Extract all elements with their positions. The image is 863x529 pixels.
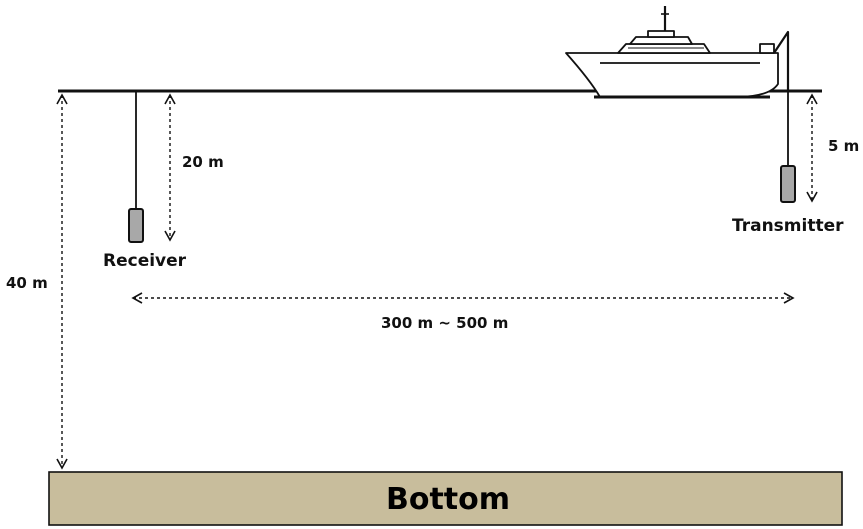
receiver-depth-label: 20 m	[182, 153, 224, 171]
receiver-label: Receiver	[103, 251, 187, 271]
seabed-block	[48, 471, 843, 526]
receiver-device	[128, 208, 144, 243]
transmitter-label: Transmitter	[732, 216, 844, 236]
water-depth-label: 40 m	[6, 274, 48, 292]
transmitter-device	[780, 165, 796, 203]
ship-icon	[565, 6, 790, 99]
range-label: 300 m ~ 500 m	[381, 314, 508, 332]
bottom-label: Bottom	[386, 482, 510, 517]
transmitter-depth-label: 5 m	[828, 137, 859, 155]
